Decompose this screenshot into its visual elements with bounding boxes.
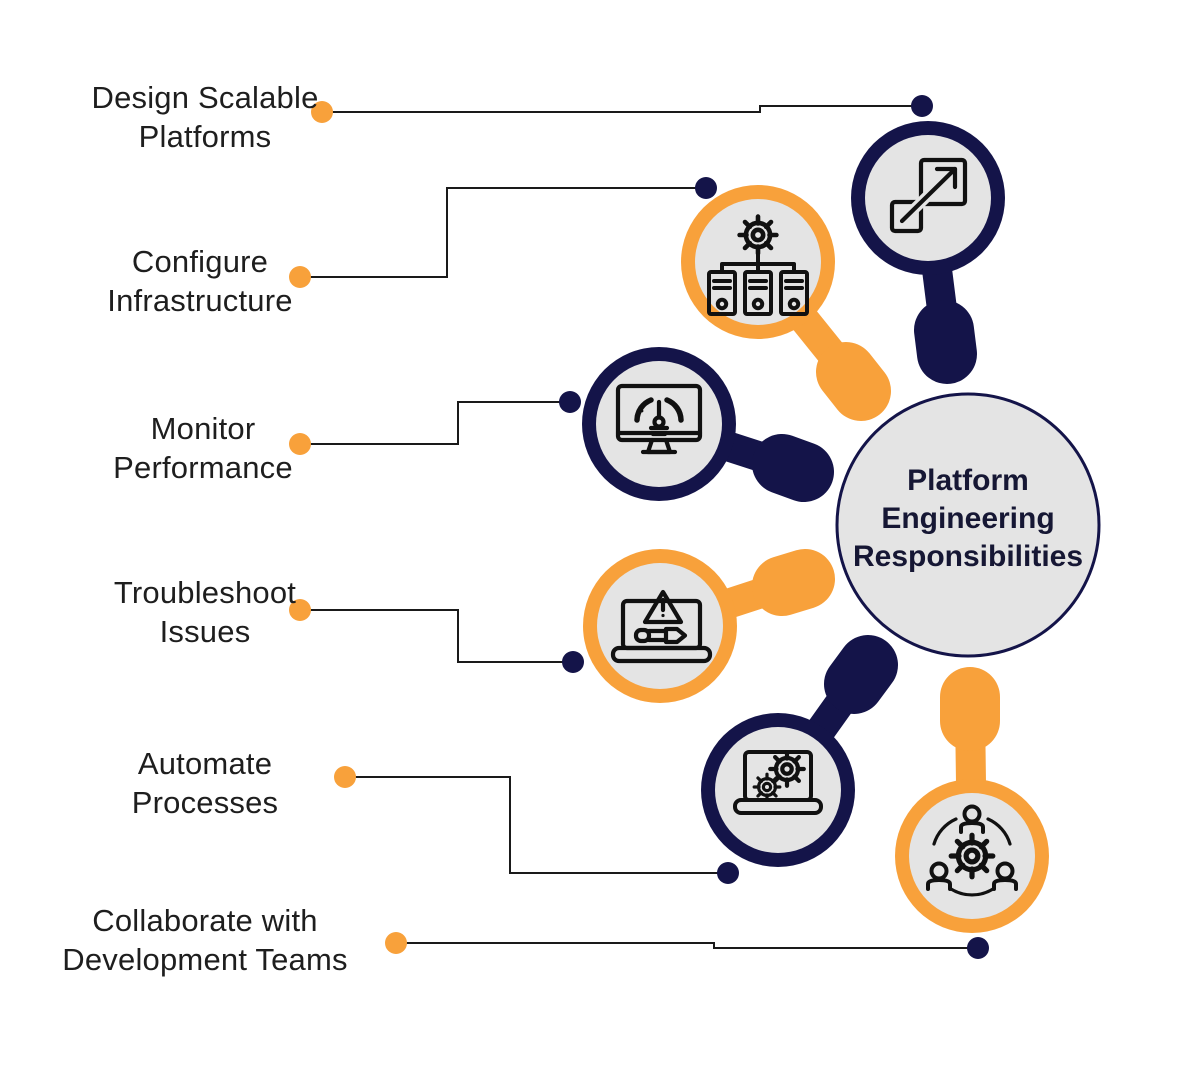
label-design-scalable-platforms: Design Scalable Platforms <box>91 80 319 154</box>
collaboration-icon <box>926 804 1018 897</box>
connector-troubleshoot-issues <box>300 609 573 663</box>
performance-gauge-icon <box>615 383 703 455</box>
node-troubleshoot-issues <box>583 549 737 703</box>
node-dot <box>911 95 933 117</box>
connector-collaborate <box>396 942 978 949</box>
label-dot <box>289 599 311 621</box>
label-dot <box>385 932 407 954</box>
node-dot <box>967 937 989 959</box>
hub-circle <box>835 392 1101 658</box>
node-dots-navy <box>559 95 989 959</box>
node-dot <box>717 862 739 884</box>
node-dot <box>562 651 584 673</box>
connectors <box>300 105 978 949</box>
connector-monitor-performance <box>300 401 570 445</box>
label-dot <box>311 101 333 123</box>
label-dots-orange <box>289 101 407 954</box>
label-dot <box>289 433 311 455</box>
label-dot <box>289 266 311 288</box>
node-automate-processes <box>701 713 855 867</box>
node-dot <box>559 391 581 413</box>
label-dot <box>334 766 356 788</box>
label-troubleshoot-issues: Troubleshoot Issues <box>113 575 297 649</box>
hub-title: Platform Engineering Responsibilities <box>852 464 1084 573</box>
node-dot <box>695 177 717 199</box>
infrastructure-icon <box>707 217 809 316</box>
label-collaborate-development-teams: Collaborate with Development Teams <box>62 903 348 977</box>
connector-automate-processes <box>345 776 728 874</box>
label-automate-processes: Automate Processes <box>131 746 279 820</box>
automation-gears-icon <box>733 750 823 815</box>
scale-icon <box>889 157 968 234</box>
label-configure-infrastructure: Configure Infrastructure <box>107 244 293 318</box>
label-monitor-performance: Monitor Performance <box>113 411 293 485</box>
node-monitor-performance <box>582 347 736 501</box>
connector-configure-infrastructure <box>300 187 706 278</box>
troubleshoot-icon <box>610 589 713 664</box>
connector-design-scalable <box>322 105 922 113</box>
node-collaborate-development-teams <box>895 779 1049 933</box>
